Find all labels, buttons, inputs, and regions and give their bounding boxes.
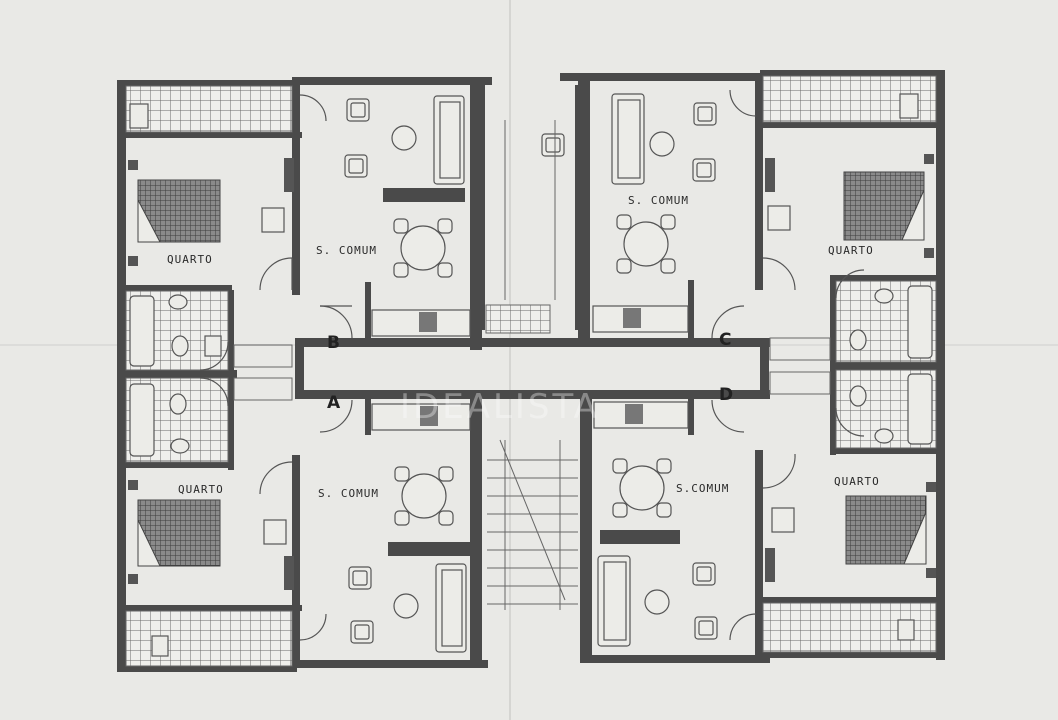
staircase bbox=[485, 120, 578, 610]
room-label-sala: S. COMUM bbox=[318, 487, 379, 500]
room-label-quarto: QUARTO bbox=[828, 244, 874, 257]
unit-label-c: C bbox=[719, 330, 731, 350]
bedrooms bbox=[128, 154, 936, 590]
living-rooms bbox=[344, 93, 718, 653]
unit-label-d: D bbox=[719, 385, 733, 405]
unit-label-a: A bbox=[327, 393, 341, 413]
doors bbox=[199, 89, 865, 641]
watermark: IDEALISTA bbox=[400, 387, 600, 427]
bathrooms bbox=[125, 280, 937, 463]
room-label-sala: S.COMUM bbox=[676, 482, 729, 495]
room-label-quarto: QUARTO bbox=[167, 253, 213, 266]
balconies bbox=[125, 75, 937, 667]
walls bbox=[117, 70, 945, 672]
room-label-sala: S. COMUM bbox=[628, 194, 689, 207]
room-label-quarto: QUARTO bbox=[834, 475, 880, 488]
unit-label-b: B bbox=[327, 333, 340, 353]
room-label-quarto: QUARTO bbox=[178, 483, 224, 496]
room-label-sala: S. COMUM bbox=[316, 244, 377, 257]
